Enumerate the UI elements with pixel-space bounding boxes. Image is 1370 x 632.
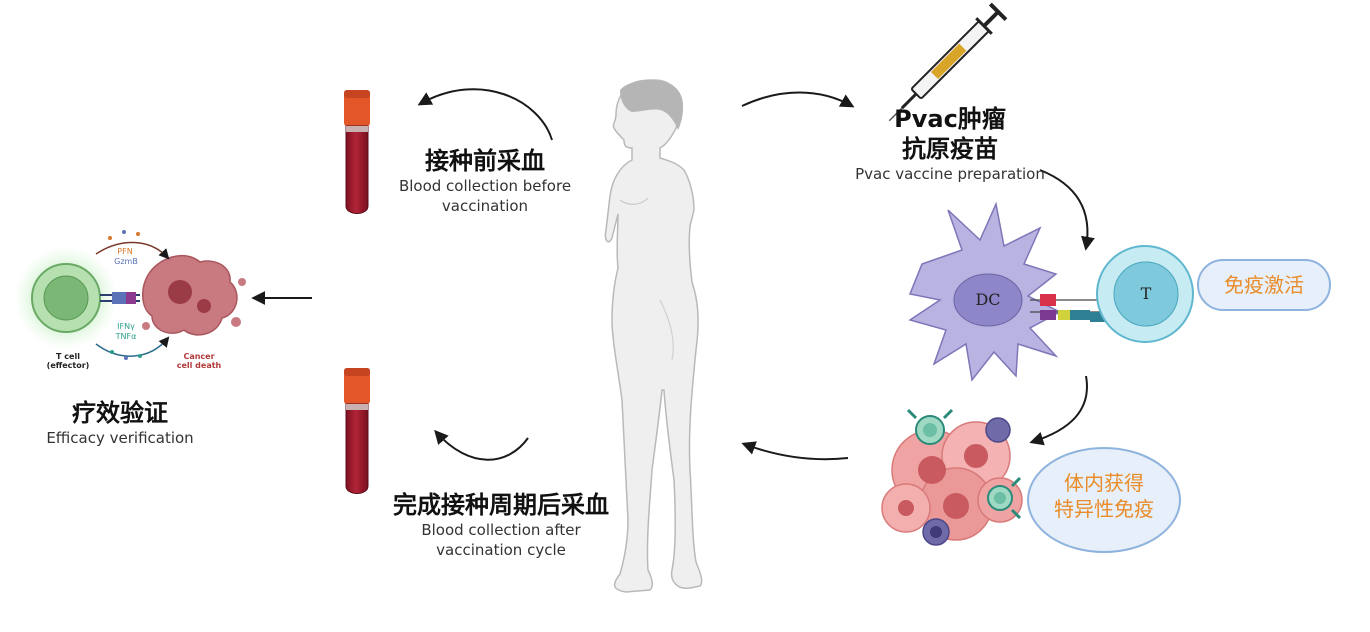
tumor-cluster xyxy=(881,408,1023,546)
vaccine-title-1: Pvac肿瘤 xyxy=(894,105,1006,133)
pre-blood-subtitle-2: vaccination xyxy=(441,197,529,215)
pre-blood-subtitle-1: Blood collection before xyxy=(398,177,572,195)
pfn-label: PFN xyxy=(117,247,133,256)
t-cell-effector-label-1: T cell xyxy=(56,352,80,361)
cancer-label-1: Cancer xyxy=(183,352,215,361)
blood-tube-icon xyxy=(344,368,370,494)
gzmb-label: GzmB xyxy=(114,257,138,266)
vaccine-subtitle: Pvac vaccine preparation xyxy=(855,165,1045,183)
post-blood-subtitle-1: Blood collection after xyxy=(421,521,581,539)
dendritic-cell xyxy=(908,201,1062,382)
arrow-to-pre-blood xyxy=(417,88,553,141)
activation-bubble-text: 免疫激活 xyxy=(1224,273,1304,297)
immunity-bubble-text-1: 体内获得 xyxy=(1064,471,1144,495)
pre-blood-label: 接种前采血 Blood collection before vaccinatio… xyxy=(380,146,590,216)
bubble-activation xyxy=(1197,259,1331,311)
t-cell-effector-label-2: (effector) xyxy=(46,361,90,370)
receptor-complex xyxy=(1030,294,1112,322)
blood-tube-icon xyxy=(344,90,370,214)
efficacy-inset xyxy=(14,230,246,360)
arrow-to-post-blood xyxy=(434,429,529,461)
bubble-specific-immunity xyxy=(1027,447,1181,553)
pre-blood-title: 接种前采血 xyxy=(425,147,545,175)
dc-label: DC xyxy=(975,290,1001,309)
tnfa-label: TNFα xyxy=(115,332,137,341)
post-blood-label: 完成接种周期后采血 Blood collection after vaccina… xyxy=(366,490,636,560)
arrow-to-vaccine xyxy=(741,91,855,108)
vaccine-title-2: 抗原疫苗 xyxy=(902,135,998,163)
efficacy-label: 疗效验证 Efficacy verification xyxy=(20,398,220,448)
arrow-to-dc xyxy=(1039,169,1095,251)
immunity-bubble-text-2: 特异性免疫 xyxy=(1054,497,1154,521)
ifng-label: IFNγ xyxy=(117,322,135,331)
efficacy-subtitle: Efficacy verification xyxy=(46,429,194,447)
cancer-label-2: cell death xyxy=(176,361,222,370)
arrow-to-body xyxy=(741,441,849,461)
human-figure xyxy=(604,79,703,593)
vaccine-label: Pvac肿瘤 抗原疫苗 Pvac vaccine preparation xyxy=(840,104,1060,184)
arrow-to-tumor xyxy=(1029,375,1088,446)
post-blood-subtitle-2: vaccination cycle xyxy=(436,541,566,559)
efficacy-title: 疗效验证 xyxy=(72,399,168,427)
syringe-icon xyxy=(888,2,1008,122)
t-cell xyxy=(1096,245,1194,343)
post-blood-title: 完成接种周期后采血 xyxy=(393,491,609,519)
t-label: T xyxy=(1140,284,1152,303)
